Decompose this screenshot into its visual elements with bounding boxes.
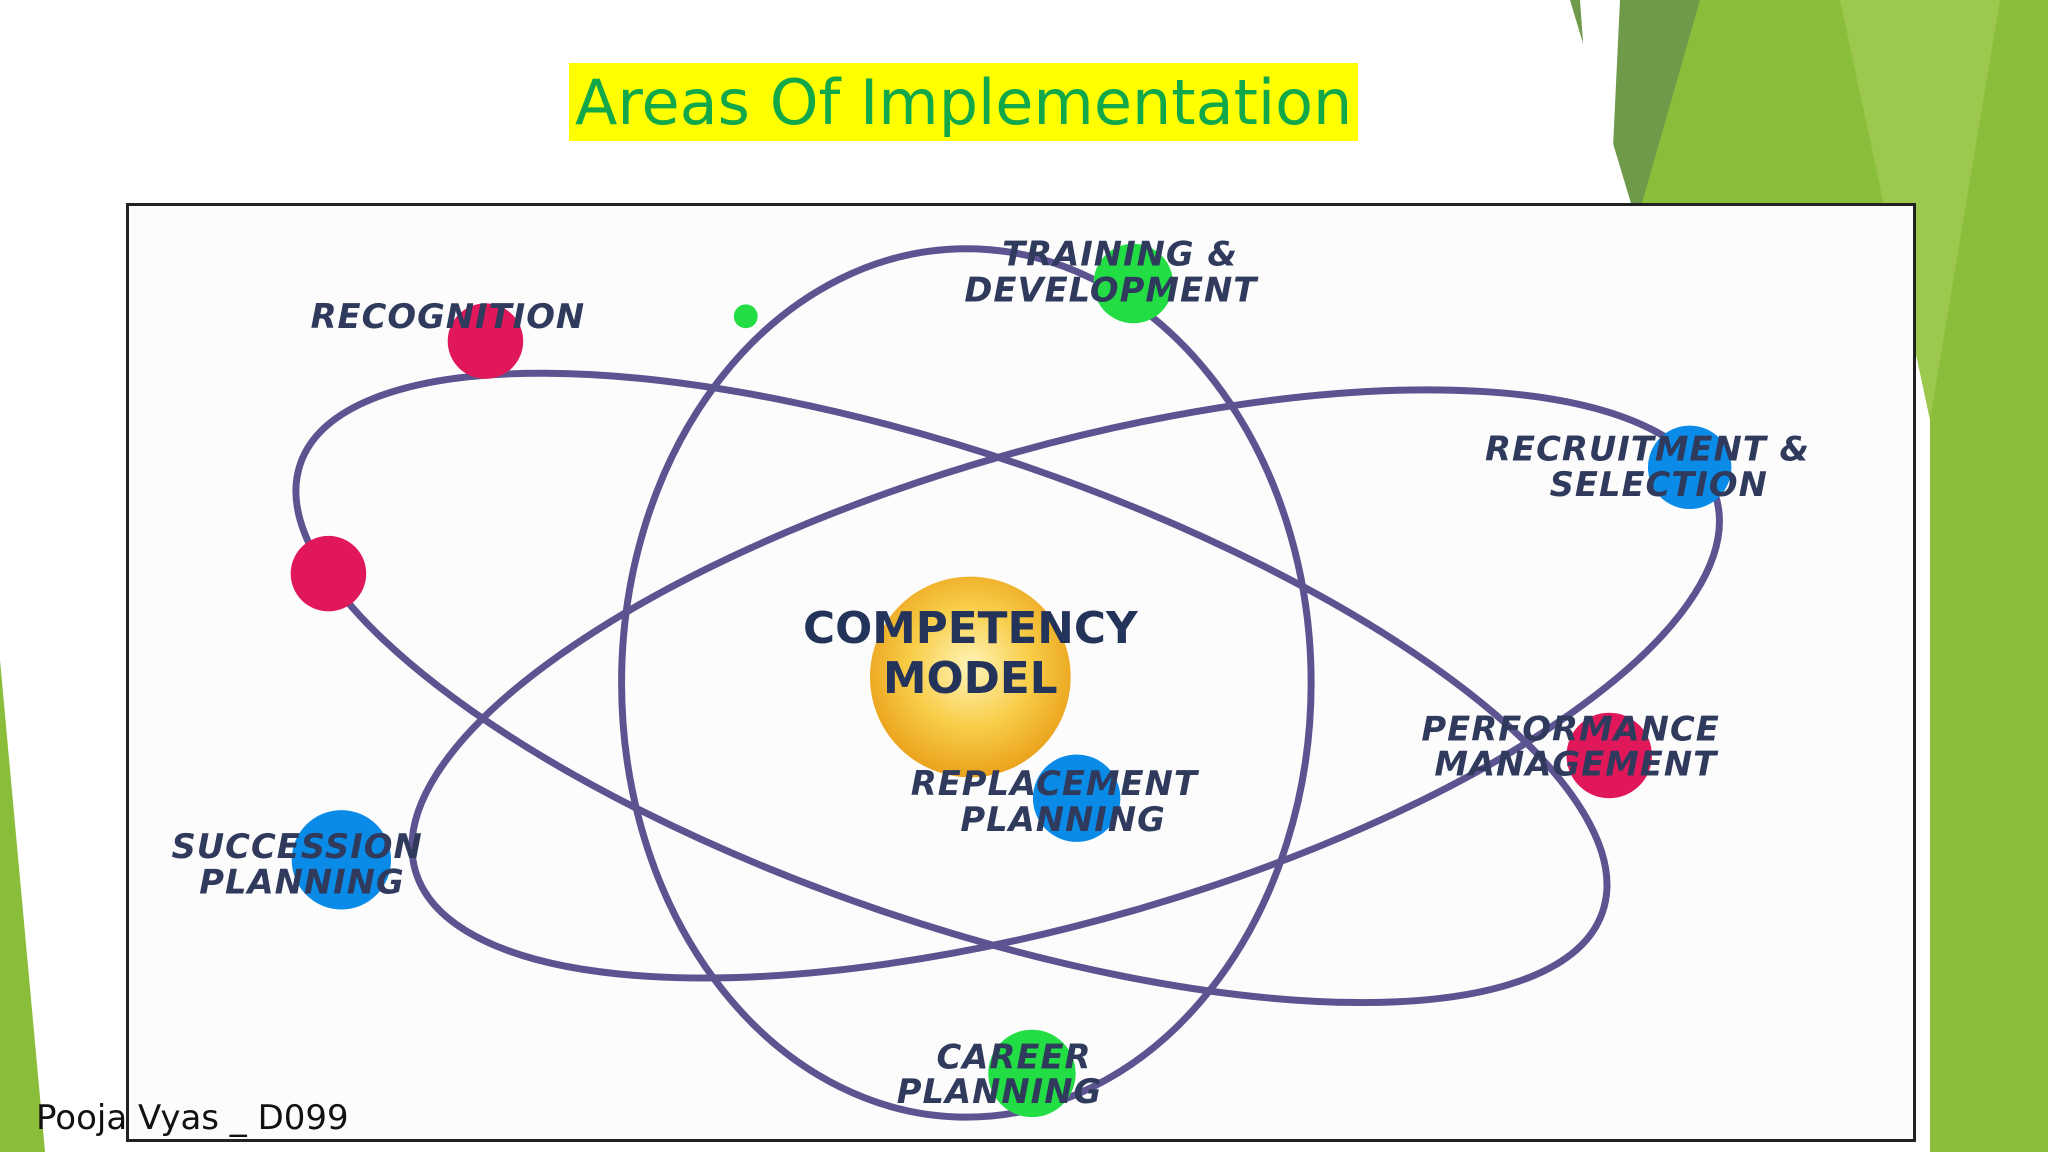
label-career-line2: PLANNING [897, 1072, 1102, 1111]
label-career-line1: CAREER [937, 1037, 1092, 1076]
node-career [988, 1029, 1076, 1118]
node-recruitment [1647, 425, 1732, 510]
orbit-descending [292, 369, 1611, 1007]
core-label-line1: COMPETENCY [803, 603, 1139, 654]
competency-diagram-frame: COMPETENCY MODEL RECOGNITION TRAINING & … [126, 203, 1916, 1142]
node-replacement [1032, 754, 1121, 842]
competency-atom-diagram: COMPETENCY MODEL RECOGNITION TRAINING & … [171, 235, 1810, 1121]
label-replacement-line1: REPLACEMENT [911, 764, 1200, 803]
node-small-green [733, 304, 758, 329]
node-recognition [447, 303, 524, 379]
label-succession-line1: SUCCESSION [171, 827, 422, 866]
label-training-line1: TRAINING & [1002, 235, 1238, 274]
label-replacement-line2: PLANNING [960, 800, 1165, 839]
label-performance-line1: PERFORMANCE [1421, 710, 1719, 749]
title-highlight: Areas Of Implementation [569, 63, 1358, 141]
label-recognition: RECOGNITION [311, 297, 586, 336]
bg-shape-left [0, 660, 45, 1152]
node-training [1093, 243, 1174, 324]
label-recruitment-line1: RECRUITMENT & [1485, 429, 1810, 468]
bg-shape-inner [1580, 0, 1620, 210]
slide-footer: Pooja Vyas _ D099 [36, 1098, 349, 1138]
label-performance-line2: MANAGEMENT [1434, 744, 1719, 783]
node-succession [291, 810, 392, 910]
node-performance [1566, 712, 1652, 799]
bg-shape-light [1840, 0, 2000, 420]
label-succession-line2: PLANNING [199, 863, 404, 902]
label-training-line2: DEVELOPMENT [964, 270, 1259, 309]
node-recognition-lower [290, 535, 367, 612]
orbit-vertical [618, 245, 1315, 1121]
competency-core [869, 576, 1071, 778]
core-label-line2: MODEL [883, 653, 1058, 704]
label-recruitment-line2: SELECTION [1550, 465, 1768, 504]
slide-title: Areas Of Implementation [575, 65, 1353, 139]
